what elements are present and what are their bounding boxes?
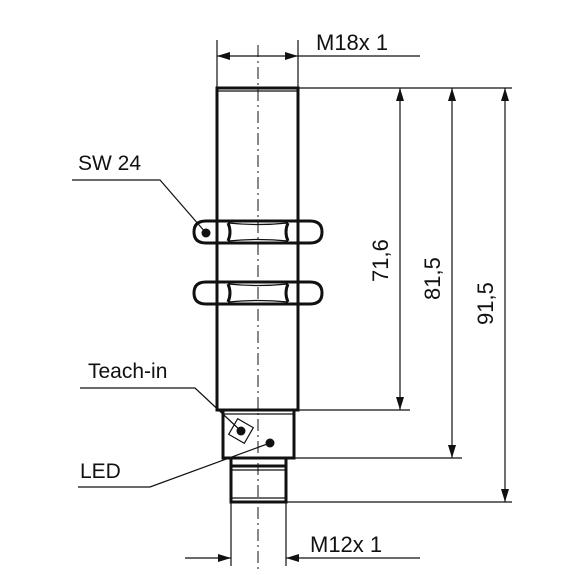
callout-sw: SW 24 <box>72 152 207 234</box>
dimension-81-label: 81,5 <box>420 257 445 300</box>
dimension-81-5: 81,5 <box>420 88 456 458</box>
bottom-width-dimension: M12x 1 <box>185 502 420 566</box>
wrench-size-label: SW 24 <box>78 152 141 175</box>
hex-nut-lower <box>192 280 324 306</box>
connector <box>229 456 288 504</box>
leader-sw <box>72 179 207 234</box>
dimension-91-label: 91,5 <box>473 282 498 325</box>
callout-led: LED <box>78 442 271 488</box>
dimension-91-5: 91,5 <box>473 88 509 502</box>
led-label: LED <box>80 460 121 483</box>
hex-nut-upper <box>192 219 324 245</box>
top-width-dimension: M18x 1 <box>216 30 420 88</box>
thread-bottom-label: M12x 1 <box>310 532 382 557</box>
callout-teach-in: Teach-in <box>80 360 242 432</box>
teach-in-label: Teach-in <box>88 360 167 383</box>
leader-teach-in <box>80 387 242 432</box>
leader-led <box>78 442 271 488</box>
dimension-71-label: 71,6 <box>368 239 393 282</box>
dimension-71-6: 71,6 <box>368 88 404 410</box>
thread-top-label: M18x 1 <box>316 30 388 55</box>
